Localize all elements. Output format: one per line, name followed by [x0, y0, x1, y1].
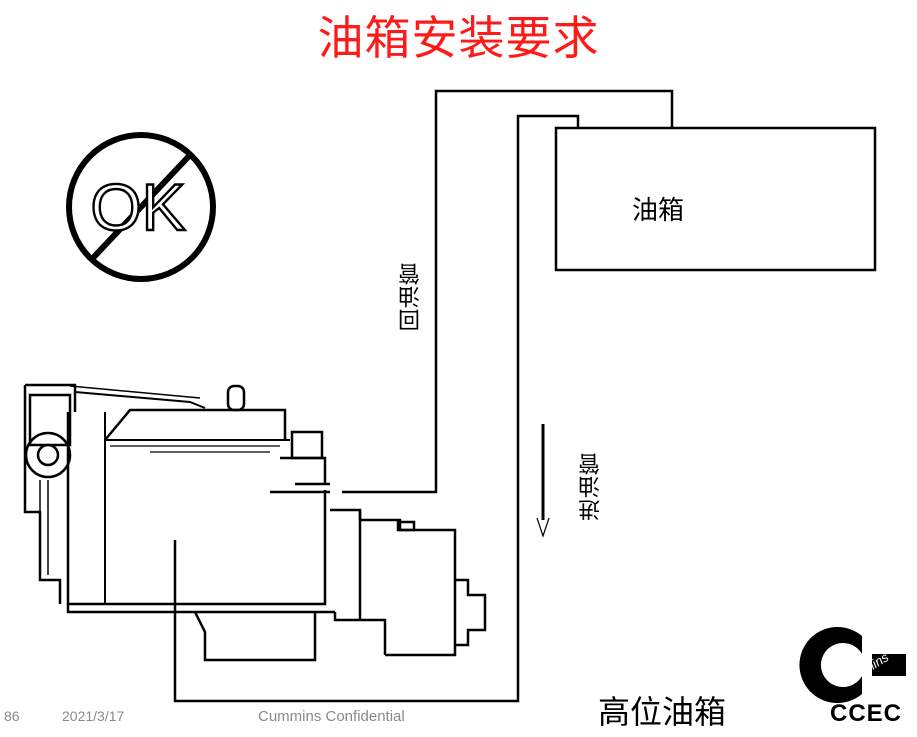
supply-pipe — [173, 114, 580, 703]
fuel-tank — [554, 126, 877, 272]
supply-pipe-label: 进油管 — [579, 452, 604, 521]
return-pipe-label: 回油管 — [399, 262, 424, 331]
page-number: 86 — [4, 708, 20, 724]
slide-date: 2021/3/17 — [62, 708, 125, 724]
no-ok-text: OK — [90, 170, 185, 244]
no-ok-icon: OK — [66, 132, 216, 282]
return-pipe — [342, 89, 674, 494]
diagram-caption: 高位油箱 — [598, 693, 727, 731]
flow-arrow-icon — [536, 424, 550, 538]
cummins-c-logo-icon: Cummins — [799, 627, 906, 703]
fuel-tank-label: 油箱 — [632, 196, 685, 226]
engine-drawing — [23, 383, 487, 662]
confidential-note: Cummins Confidential — [258, 708, 405, 725]
ccec-logo-text: CCEC — [830, 700, 903, 727]
slide-title: 油箱安装要求 — [317, 11, 600, 65]
